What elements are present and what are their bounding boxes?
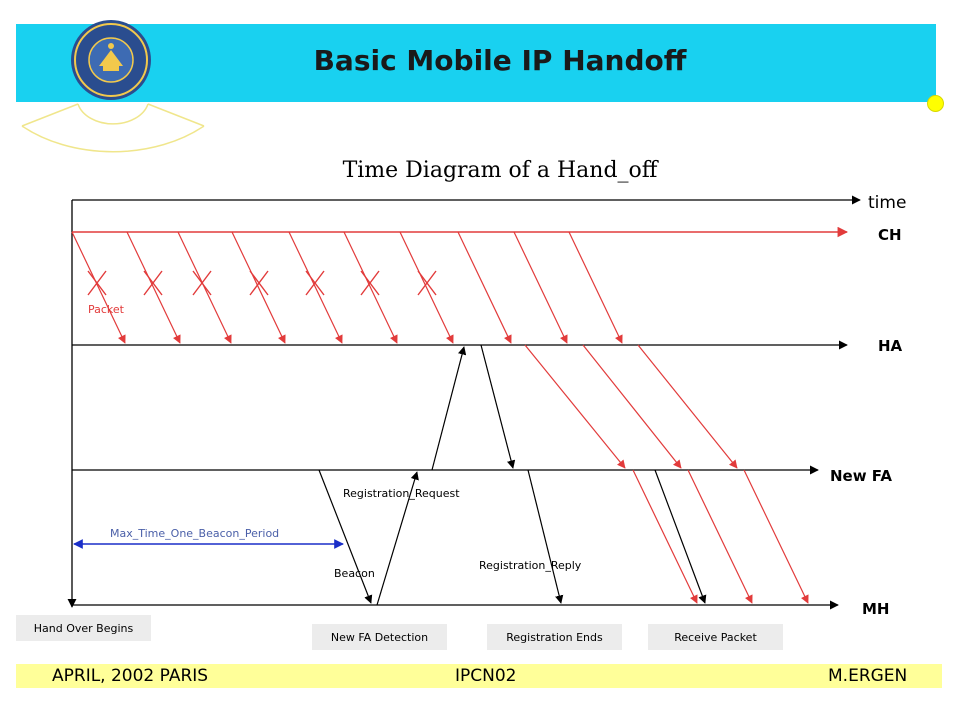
new-fa-detection-box: New FA Detection (312, 624, 447, 650)
registration-request-label: Registration_Request (343, 487, 460, 500)
lost-x-mark (192, 270, 212, 296)
packet-arrow (743, 469, 809, 604)
mh-label: MH (862, 600, 890, 618)
registration-reply-label: Registration_Reply (479, 559, 582, 572)
registration-reply-arrow-1 (480, 344, 516, 469)
accent-dot (927, 95, 944, 112)
lost-x-mark (87, 270, 107, 296)
header-bar (16, 24, 936, 102)
packet-arrow (513, 231, 568, 344)
max-beacon-period-label: Max_Time_One_Beacon_Period (110, 527, 280, 540)
lost-packet-arrows (71, 231, 454, 344)
lost-x-mark (143, 270, 163, 296)
time-axis-label: time (868, 193, 907, 213)
packet-arrow (126, 231, 181, 344)
packet-arrow (231, 231, 286, 344)
decorative-arcs (21, 103, 205, 153)
packet-arrow (343, 231, 398, 344)
packet-arrow (288, 231, 343, 344)
packet-arrow (71, 231, 126, 344)
footer-author: M.ERGEN (828, 666, 908, 686)
packet-arrow (524, 344, 626, 469)
packet-label: Packet (88, 303, 124, 316)
slide-title: Basic Mobile IP Handoff (313, 44, 687, 77)
diagram-subtitle: Time Diagram of a Hand_off (342, 158, 658, 183)
registration-reply-arrow-2 (527, 469, 564, 604)
packet-arrow (582, 344, 682, 469)
receive-packet-box: Receive Packet (648, 624, 783, 650)
beacon-label: Beacon (334, 567, 375, 580)
ch-label: CH (878, 226, 902, 244)
signalling-arrows (318, 344, 707, 606)
registration-request-arrow-1 (376, 471, 419, 606)
registration-ends-box: Registration Ends (487, 624, 622, 650)
hand-over-begins-box: Hand Over Begins (16, 615, 151, 641)
lost-x-mark (360, 270, 380, 296)
receive-packet-arrow (654, 469, 707, 604)
packet-arrow (637, 344, 738, 469)
packet-arrow (457, 231, 512, 344)
registration-request-arrow-2 (431, 346, 467, 471)
footer-date-location: APRIL, 2002 PARIS (52, 666, 209, 686)
packet-arrow (687, 469, 753, 604)
packet-arrow (632, 469, 698, 604)
forwarded-packet-arrows (457, 231, 809, 604)
footer-conference: IPCN02 (455, 666, 517, 686)
university-seal-logo (71, 20, 151, 100)
lost-x-mark (417, 270, 437, 296)
footer-bar (16, 664, 942, 688)
lost-x-mark (249, 270, 269, 296)
lost-packet-marks (87, 270, 437, 296)
packet-arrow (568, 231, 623, 344)
lost-x-mark (305, 270, 325, 296)
packet-arrow (399, 231, 454, 344)
ha-label: HA (878, 337, 903, 355)
new-fa-label: New FA (830, 467, 892, 485)
beacon-arrow (318, 469, 373, 604)
